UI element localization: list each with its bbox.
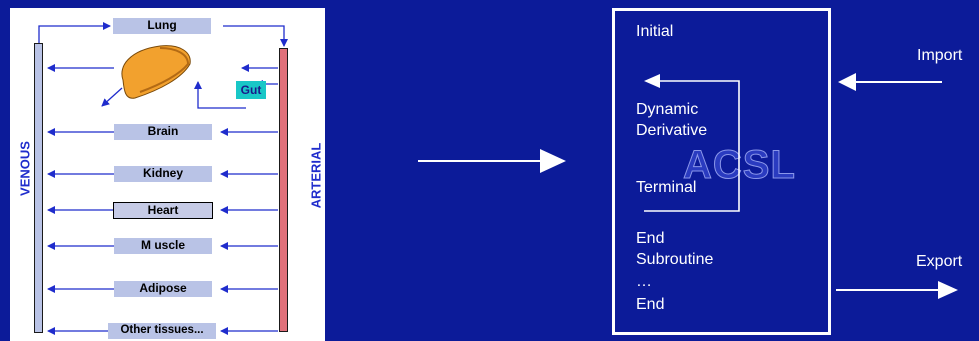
- organ-heart: Heart: [113, 202, 213, 219]
- import-label: Import: [917, 47, 962, 65]
- arrow-icon: [938, 281, 958, 299]
- import-arrow: [836, 70, 946, 94]
- organ-adipose: Adipose: [114, 281, 212, 297]
- arterial-label: ARTERIAL: [309, 136, 324, 216]
- organ-kidney: Kidney: [114, 166, 212, 182]
- export-arrow: [834, 278, 964, 302]
- arrow-icon: [540, 149, 566, 173]
- code-end-final: End: [636, 295, 664, 315]
- code-ellipsis: …: [636, 272, 652, 292]
- code-subroutine: Subroutine: [636, 250, 713, 270]
- venous-label: VENOUS: [18, 139, 33, 199]
- organ-gut: Gut: [236, 81, 266, 99]
- arrow-icon: [838, 73, 856, 91]
- pbpk-model-panel: Lung Gut Brain Kidney Heart M uscle Adip…: [10, 8, 325, 341]
- transition-arrow: [418, 145, 568, 177]
- code-derivative: Derivative: [636, 121, 707, 141]
- organ-lung: Lung: [113, 18, 211, 34]
- code-dynamic: Dynamic: [636, 100, 698, 120]
- code-end: End: [636, 229, 664, 249]
- organ-other-tissues: Other tissues...: [108, 323, 216, 339]
- export-label: Export: [916, 253, 962, 271]
- organ-muscle: M uscle: [114, 238, 212, 254]
- organ-brain: Brain: [114, 124, 212, 140]
- code-terminal: Terminal: [636, 178, 696, 198]
- code-initial: Initial: [636, 22, 673, 42]
